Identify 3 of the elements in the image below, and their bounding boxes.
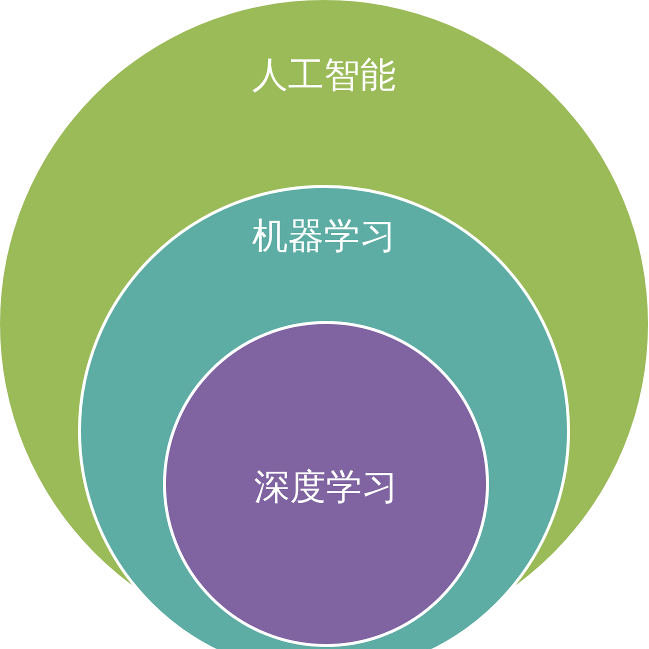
circle-label: 人工智能 <box>251 54 397 98</box>
circle-label: 机器学习 <box>251 215 397 259</box>
circle-label: 深度学习 <box>253 466 399 510</box>
